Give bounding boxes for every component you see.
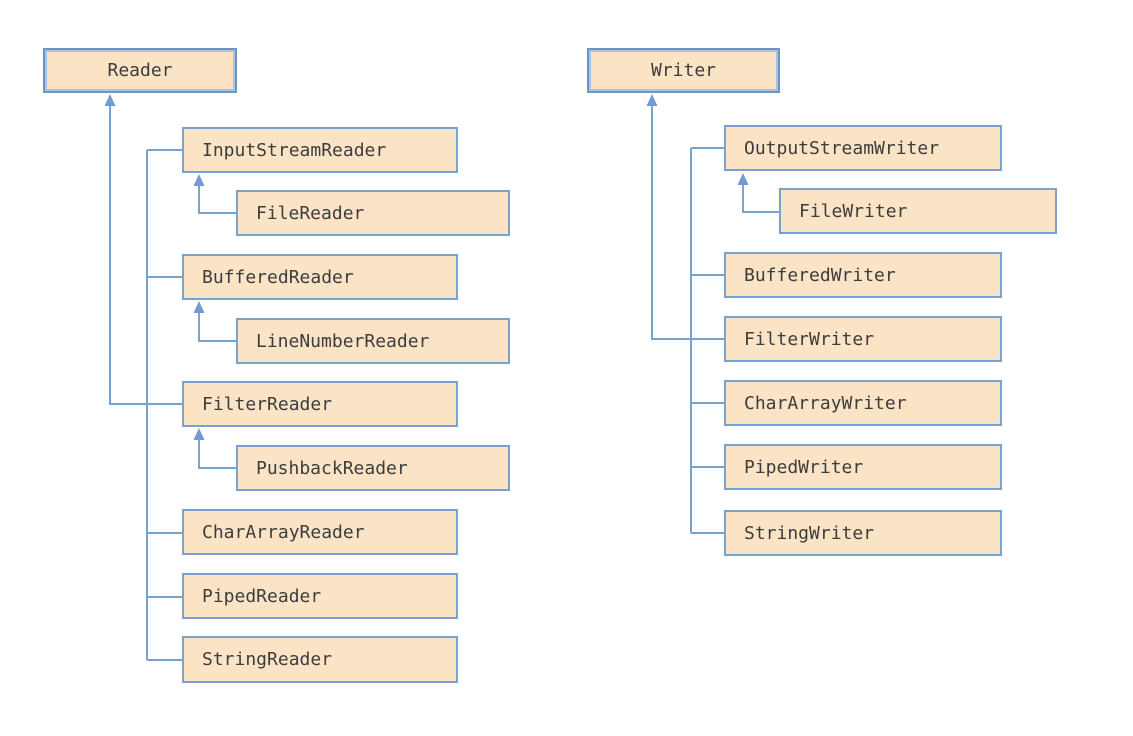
node-filterwriter: FilterWriter bbox=[724, 316, 1002, 362]
arrow-up-icon bbox=[104, 94, 116, 106]
node-filterreader: FilterReader bbox=[182, 381, 458, 427]
arrow-up-icon bbox=[193, 174, 205, 186]
node-inputstreamreader: InputStreamReader bbox=[182, 127, 458, 173]
reader-connectors bbox=[104, 94, 236, 661]
node-pipedreader: PipedReader bbox=[182, 573, 458, 619]
node-outputstreamwriter: OutputStreamWriter bbox=[724, 125, 1002, 171]
node-filewriter: FileWriter bbox=[779, 188, 1057, 234]
arrow-up-icon bbox=[737, 173, 749, 185]
arrow-up-icon bbox=[193, 301, 205, 313]
node-pushbackreader: PushbackReader bbox=[236, 445, 510, 491]
node-stringreader: StringReader bbox=[182, 636, 458, 683]
node-writer: Writer bbox=[587, 48, 780, 93]
node-linenumberreader: LineNumberReader bbox=[236, 318, 510, 364]
arrow-up-icon bbox=[646, 94, 658, 106]
node-chararraywriter: CharArrayWriter bbox=[724, 380, 1002, 426]
writer-connectors bbox=[646, 94, 779, 534]
node-pipedwriter: PipedWriter bbox=[724, 444, 1002, 490]
arrow-up-icon bbox=[193, 428, 205, 440]
node-stringwriter: StringWriter bbox=[724, 510, 1002, 556]
node-bufferedreader: BufferedReader bbox=[182, 254, 458, 300]
node-chararrayreader: CharArrayReader bbox=[182, 509, 458, 555]
node-filereader: FileReader bbox=[236, 190, 510, 236]
node-bufferedwriter: BufferedWriter bbox=[724, 252, 1002, 298]
node-reader: Reader bbox=[43, 48, 237, 93]
